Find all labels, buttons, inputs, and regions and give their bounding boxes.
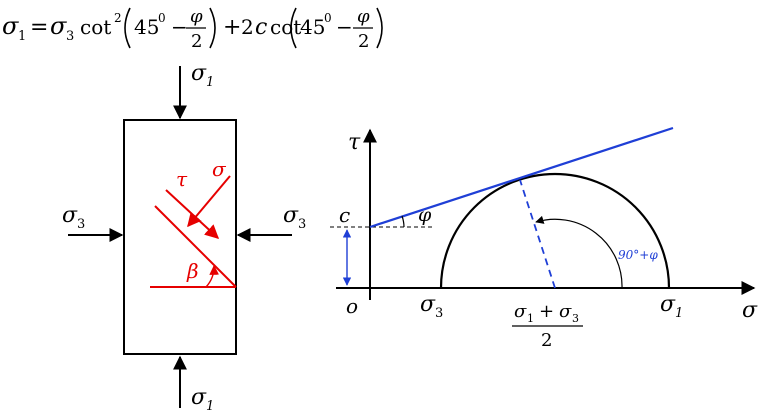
formula-sigma1-symbol: σ xyxy=(2,12,19,40)
sigma3-left-label: σ xyxy=(62,203,78,228)
beta-angle-arc xyxy=(205,265,220,288)
failure-plane-line xyxy=(154,205,237,288)
origin-label: o xyxy=(346,294,358,318)
sigma1-top-sub: 1 xyxy=(206,75,214,90)
radius-to-tangent-dashed xyxy=(519,179,556,289)
mohr-circle-diagram: τ σ o c φ 90°+φ σ 3 σ 1 σ 1 + σ 3 2 xyxy=(330,126,758,351)
mohr-sigma1-label: σ xyxy=(660,292,676,317)
center-num-sigma1-sub: 1 xyxy=(527,312,534,325)
sigma1-bottom-sub: 1 xyxy=(206,399,214,414)
formula-phi2: φ xyxy=(357,6,370,27)
mohr-sigma3-label: σ xyxy=(420,292,436,317)
formula-angle2-value: 45 xyxy=(300,15,325,39)
formula-plus: + xyxy=(223,15,241,40)
shear-stress-arrow xyxy=(165,189,220,239)
cohesion-label: c xyxy=(339,203,350,227)
sigma1-top-label: σ xyxy=(191,61,207,86)
formula-c: c xyxy=(255,15,267,40)
tau-axis-label: τ xyxy=(348,130,361,155)
center-denominator: 2 xyxy=(541,330,552,351)
plane-tau-label: τ xyxy=(176,167,188,191)
sigma1-bottom-label: σ xyxy=(191,385,207,410)
sigma3-right-sub: 3 xyxy=(298,217,306,232)
center-num-sigma1: σ xyxy=(514,301,527,322)
center-num-sigma3: σ xyxy=(559,301,572,322)
failure-criterion-formula: σ 1 = σ 3 cot 2 45 0 − φ 2 + 2 c cot 45 … xyxy=(2,6,383,52)
sigma3-right-label: σ xyxy=(283,203,299,228)
formula-den1: 2 xyxy=(191,31,202,52)
formula-paren1-open xyxy=(124,7,131,49)
formula-sigma1-sub: 1 xyxy=(18,29,26,44)
plane-sigma-label: σ xyxy=(212,157,227,181)
formula-minus1: − xyxy=(171,15,188,39)
mohr-circle-arc xyxy=(439,172,671,289)
soil-element-box xyxy=(123,119,237,355)
formula-equals: = xyxy=(30,15,48,40)
sigma-axis-label: σ xyxy=(742,298,758,323)
rotation-angle-label: 90°+φ xyxy=(618,248,658,262)
formula-phi1: φ xyxy=(190,6,203,27)
mohr-sigma1-sub: 1 xyxy=(675,306,683,321)
rotation-angle-arc xyxy=(535,215,623,289)
normal-stress-arrow xyxy=(187,175,231,228)
center-num-plus: + xyxy=(539,301,554,322)
formula-coef: 2 xyxy=(241,15,254,39)
formula-paren2-open xyxy=(290,7,297,49)
formula-paren2-close xyxy=(376,7,383,49)
formula-minus2: − xyxy=(336,15,353,39)
formula-angle1-degree: 0 xyxy=(158,11,166,25)
formula-paren1-close xyxy=(209,7,216,49)
sigma3-left-sub: 3 xyxy=(77,217,85,232)
formula-sigma3-sub: 3 xyxy=(66,29,74,44)
phi-angle-arc xyxy=(401,215,405,228)
mohr-sigma3-sub: 3 xyxy=(435,306,443,321)
formula-angle2-degree: 0 xyxy=(324,11,332,25)
phi-label: φ xyxy=(418,204,432,226)
beta-label: β xyxy=(186,259,199,283)
stress-element-diagram: σ 1 σ 1 σ 3 σ 3 β σ τ xyxy=(62,61,306,414)
formula-den2: 2 xyxy=(358,31,369,52)
formula-cot1: cot xyxy=(80,15,111,39)
failure-envelope-line xyxy=(369,126,674,229)
formula-angle1-value: 45 xyxy=(134,15,159,39)
formula-sigma3-symbol: σ xyxy=(50,12,67,40)
formula-cot2: cot xyxy=(270,15,301,39)
center-num-sigma3-sub: 3 xyxy=(572,312,579,325)
formula-cot1-exponent: 2 xyxy=(114,11,122,25)
